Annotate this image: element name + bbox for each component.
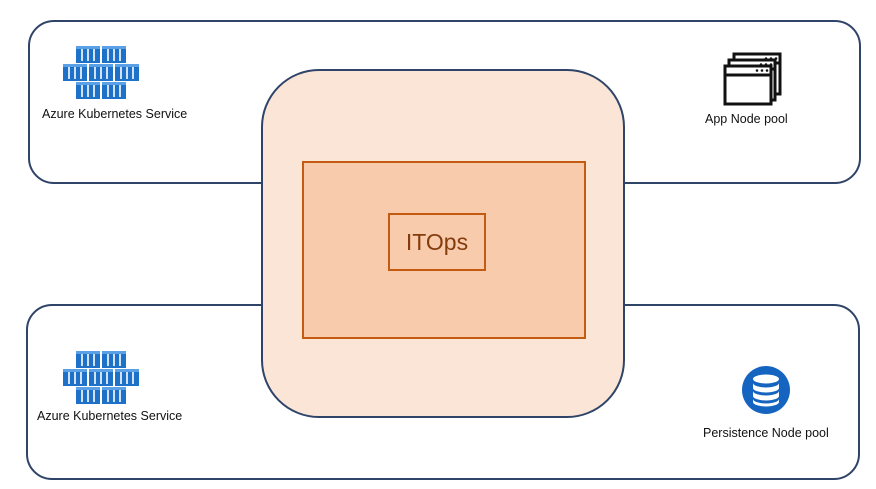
app-window-icon [717, 46, 789, 108]
kubernetes-service-icon [63, 46, 139, 99]
itops-label-box: ITOps [388, 213, 486, 271]
itops-label: ITOps [405, 228, 469, 255]
top-aks-label: Azure Kubernetes Service [42, 107, 188, 121]
persistence-node-pool-label: Persistence Node pool [703, 426, 829, 440]
database-icon [740, 364, 792, 416]
bottom-aks-label: Azure Kubernetes Service [37, 409, 183, 423]
kubernetes-service-icon [63, 351, 139, 404]
app-node-pool-label: App Node pool [705, 112, 788, 126]
